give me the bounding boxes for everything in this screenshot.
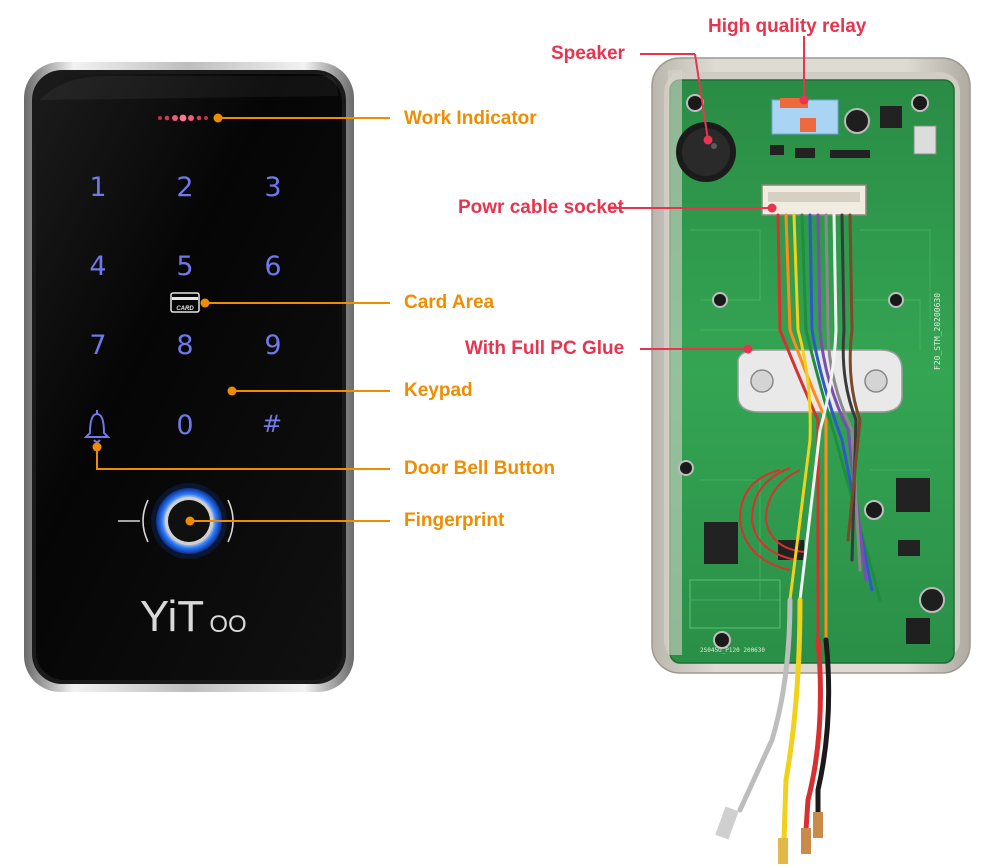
device-glass — [36, 74, 342, 680]
left-callout-lines — [96, 117, 390, 522]
keypad-device: 1 2 3 4 5 6 7 8 9 0 # CARD — [24, 62, 354, 692]
key-5[interactable]: 5 — [176, 251, 193, 282]
ic-chip — [896, 478, 930, 512]
card-icon: CARD — [170, 292, 200, 313]
key-1[interactable]: 1 — [89, 172, 106, 203]
label-full-pc-glue: With Full PC Glue — [465, 338, 625, 359]
brand-logo: YiT OO — [140, 592, 247, 641]
pcb-assembly: F20_STM_20200630 2S045G_P120 200630 — [651, 57, 971, 864]
label-high-quality-relay: High quality relay — [708, 16, 867, 37]
svg-text:OO: OO — [209, 611, 246, 638]
wire-bundle — [776, 213, 882, 642]
key-9[interactable]: 9 — [264, 330, 281, 361]
left-callout-dots — [92, 113, 237, 526]
label-card-area: Card Area — [404, 292, 495, 313]
pcb-marking: F20_STM_20200630 — [933, 293, 942, 370]
key-7[interactable]: 7 — [89, 330, 106, 361]
label-speaker: Speaker — [551, 43, 625, 64]
right-callout-lines — [610, 36, 805, 350]
label-door-bell-button: Door Bell Button — [404, 458, 555, 479]
trailing-wires — [737, 597, 832, 843]
key-2[interactable]: 2 — [176, 172, 193, 203]
key-4[interactable]: 4 — [89, 251, 106, 282]
card-icon-text: CARD — [176, 306, 194, 312]
label-keypad: Keypad — [404, 380, 473, 401]
key-3[interactable]: 3 — [264, 172, 281, 203]
pcb-marking-bottom: 2S045G_P120 200630 — [700, 647, 765, 654]
key-0[interactable]: 0 — [176, 410, 193, 441]
key-6[interactable]: 6 — [264, 251, 281, 282]
work-indicator-leds — [158, 114, 208, 122]
label-work-indicator: Work Indicator — [404, 108, 537, 129]
wire-tips — [715, 806, 823, 864]
right-callout-dots — [703, 95, 809, 354]
bell-icon[interactable] — [83, 410, 111, 443]
svg-text:YiT: YiT — [140, 592, 204, 641]
key-hash[interactable]: # — [262, 410, 282, 438]
label-power-cable-socket: Powr cable socket — [458, 197, 624, 218]
key-8[interactable]: 8 — [176, 330, 193, 361]
label-fingerprint: Fingerprint — [404, 510, 505, 531]
speaker-component — [676, 122, 736, 182]
relay-component — [771, 98, 839, 135]
power-cable-socket — [761, 184, 867, 216]
